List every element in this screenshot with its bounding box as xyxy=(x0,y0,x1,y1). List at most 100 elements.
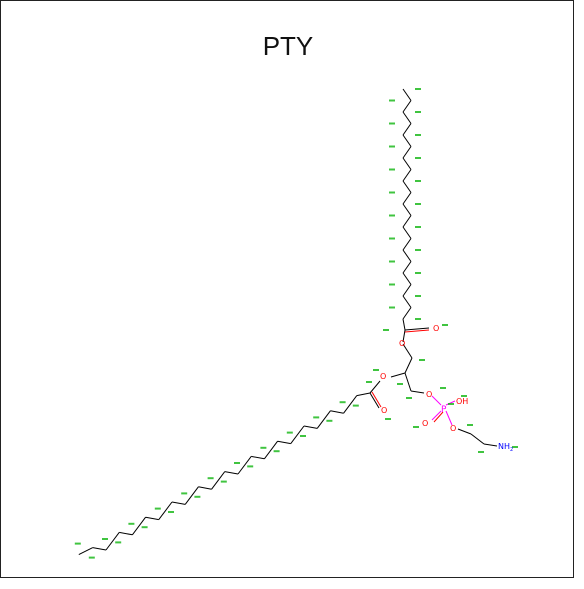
atom-o-ester2-carbonyl: O xyxy=(381,406,387,415)
atom-name-mark xyxy=(385,418,391,420)
atom-names xyxy=(74,88,518,559)
bond-chain-upper xyxy=(402,180,412,193)
atom-o-phosphate-double: O xyxy=(422,419,428,428)
bond-chain-upper xyxy=(402,238,412,251)
bond-chain-lower xyxy=(277,440,291,445)
bond-chain-upper xyxy=(402,123,412,136)
bond-glycerol-3 xyxy=(404,372,412,392)
atom-name-mark xyxy=(415,318,421,320)
bond-glycerol-2 xyxy=(390,372,406,378)
bond-chain-upper xyxy=(402,146,412,159)
bond-glycerol-4 xyxy=(410,390,425,394)
atom-name-mark xyxy=(440,387,446,389)
atom-name-mark xyxy=(448,403,454,405)
atom-name-mark xyxy=(389,283,395,286)
atom-name-mark xyxy=(415,111,421,113)
bond-chain-upper xyxy=(402,249,412,262)
bond-chain-upper xyxy=(402,192,412,205)
bond-chain-lower xyxy=(343,395,358,414)
bond-glycerol-1 xyxy=(404,357,413,374)
bond-chain-upper xyxy=(402,111,412,124)
atom-name-mark xyxy=(88,556,95,559)
bond-p-oeth xyxy=(445,410,453,426)
bond-chain-lower xyxy=(131,516,147,536)
atom-name-mark xyxy=(415,295,421,297)
atom-name-mark xyxy=(286,431,293,434)
atom-name-mark xyxy=(220,480,227,483)
atom-name-mark xyxy=(389,260,395,263)
atom-name-mark xyxy=(415,226,421,228)
molecule-panel: PTY O O O O O P OH O O NH2 xyxy=(0,0,574,578)
atom-name-mark xyxy=(406,397,412,399)
molecule-diagram: O O O O O P OH O O NH2 xyxy=(74,88,518,559)
atom-o-ester1-carbonyl: O xyxy=(433,324,439,333)
bond-chain-upper xyxy=(402,307,412,320)
atom-o-phosphate-link: O xyxy=(426,390,432,399)
atom-name-mark xyxy=(74,542,81,545)
bond-chain-upper xyxy=(402,284,412,297)
bond-chain-lower xyxy=(237,456,252,475)
bond-chain-upper xyxy=(402,134,412,147)
atom-name-mark xyxy=(313,416,320,419)
atom-name-mark xyxy=(102,538,108,540)
atom-name-mark xyxy=(326,419,333,422)
atom-name-mark xyxy=(115,541,122,544)
bond-ester1-olink-c xyxy=(402,343,413,359)
atom-nitrogen-label: NH xyxy=(498,442,510,451)
atom-name-mark xyxy=(168,511,174,513)
atom-name-mark xyxy=(415,272,421,274)
bond-chain-upper xyxy=(402,295,412,308)
bond-ester1-c-o-double xyxy=(404,329,430,333)
bond-ester2-c-o-double-2 xyxy=(371,391,382,408)
atom-name-mark xyxy=(154,507,161,510)
atom-name-mark xyxy=(415,180,421,182)
bond-p-o-double xyxy=(431,410,442,421)
atom-name-mark xyxy=(415,203,421,205)
bond-o-p xyxy=(431,395,442,406)
atom-name-mark xyxy=(461,395,467,397)
bond-chain-upper xyxy=(402,318,406,331)
atom-name-mark xyxy=(234,462,240,464)
bond-chain-lower xyxy=(330,410,344,414)
atom-name-mark xyxy=(389,122,395,125)
atom-name-mark xyxy=(273,450,280,453)
atom-name-mark xyxy=(389,237,395,240)
bond-chain-lower xyxy=(184,486,199,505)
bonds xyxy=(78,88,498,556)
atom-name-mark xyxy=(415,134,421,136)
atom-name-mark xyxy=(366,381,372,383)
atom-name-mark xyxy=(512,446,518,448)
bond-chain-lower xyxy=(78,547,94,556)
bond-chain-upper xyxy=(402,215,412,228)
atom-name-mark xyxy=(389,214,395,217)
atom-name-mark xyxy=(260,446,267,449)
atom-o-ester1-link: O xyxy=(399,339,405,348)
atom-name-mark xyxy=(389,145,395,148)
bond-chain-lower xyxy=(316,410,331,429)
bond-chain-lower xyxy=(105,532,120,551)
atom-name-mark xyxy=(415,88,421,90)
bond-p-o-double-2 xyxy=(433,411,444,423)
bond-oeth-c1 xyxy=(457,428,472,435)
bond-chain-lower xyxy=(119,531,133,536)
atom-name-mark xyxy=(397,383,403,385)
bond-chain-upper xyxy=(402,272,412,285)
bond-chain-upper xyxy=(402,88,412,101)
atom-nitrogen-subscript: 2 xyxy=(510,447,513,453)
bond-chain-upper xyxy=(402,169,412,182)
bond-chain-lower xyxy=(224,471,239,475)
bond-chain-upper xyxy=(402,203,412,216)
bond-chain-lower xyxy=(171,501,186,505)
atom-name-mark xyxy=(373,369,379,371)
bond-chain-lower xyxy=(145,516,159,521)
bond-chain-lower xyxy=(251,455,265,460)
atom-o-phosphate-hydroxyl: OH xyxy=(456,397,468,406)
bond-chain-upper xyxy=(402,261,412,274)
atom-name-mark xyxy=(194,495,201,498)
atom-name-mark xyxy=(181,492,188,495)
atom-name-mark xyxy=(352,404,359,407)
atom-name-mark xyxy=(141,526,148,529)
bond-chain-lower xyxy=(263,440,279,460)
bond-chain-lower xyxy=(356,392,371,397)
atom-o-ester2-link: O xyxy=(380,372,386,381)
